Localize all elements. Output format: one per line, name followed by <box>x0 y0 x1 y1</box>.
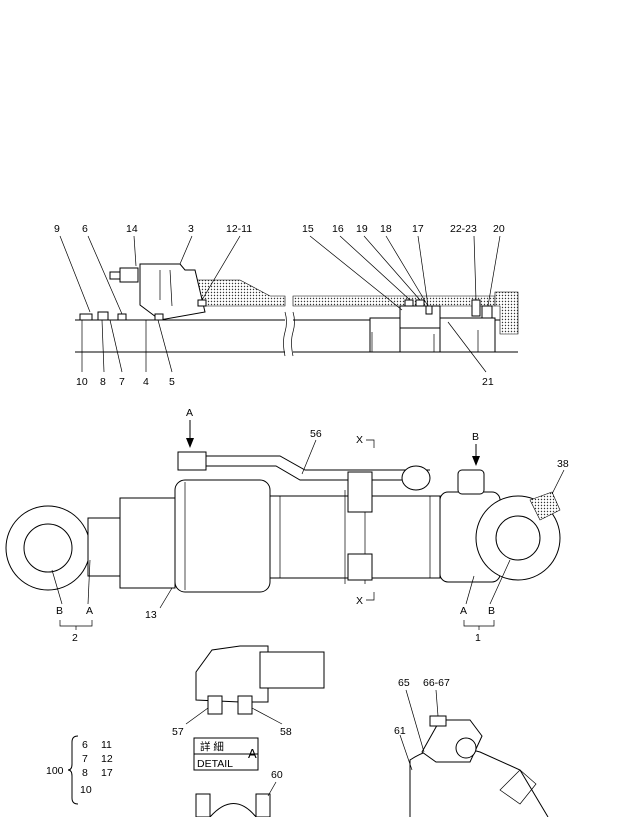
kit-item-10: 10 <box>80 784 92 796</box>
callout-13: 13 <box>145 609 157 621</box>
lower-partial-views: 60 65 66-67 61 <box>195 677 549 817</box>
callout-22-23: 22-23 <box>450 223 477 235</box>
callout-56: 56 <box>310 428 322 440</box>
callout-16: 16 <box>332 223 344 235</box>
rod-end-a: A <box>86 605 93 617</box>
callout-66-67: 66-67 <box>423 677 450 689</box>
callout-4: 4 <box>143 376 149 388</box>
view-mark-b-top: B <box>472 431 479 443</box>
callout-57: 57 <box>172 726 184 738</box>
callout-21: 21 <box>482 376 494 388</box>
kit-item-8: 8 <box>82 767 88 779</box>
bottom-end-a: A <box>460 605 467 617</box>
callout-38: 38 <box>557 458 569 470</box>
section-view: 9 6 14 3 12-11 15 16 19 18 17 22-23 20 1… <box>54 223 519 388</box>
callout-12-11: 12-11 <box>226 223 252 235</box>
callout-5: 5 <box>169 376 175 388</box>
callout-58: 58 <box>280 726 292 738</box>
callout-7: 7 <box>119 376 125 388</box>
detail-a-view: 57 58 詳 細 DETAIL A <box>172 645 325 771</box>
callout-18: 18 <box>380 223 392 235</box>
view-mark-x-top: X <box>356 434 363 446</box>
rod-end-number: 2 <box>72 632 78 644</box>
kit-item-11: 11 <box>101 739 112 751</box>
callout-19: 19 <box>356 223 368 235</box>
callout-20: 20 <box>493 223 505 235</box>
rod-end-b: B <box>56 605 63 617</box>
kit-item-17: 17 <box>101 767 113 779</box>
view-mark-x-bottom: X <box>356 595 363 607</box>
callout-17: 17 <box>412 223 424 235</box>
bottom-end-b: B <box>488 605 495 617</box>
kit-item-6: 6 <box>82 739 88 751</box>
callout-15: 15 <box>302 223 314 235</box>
view-mark-a-top: A <box>186 407 193 419</box>
callout-3: 3 <box>188 223 194 235</box>
bottom-end-number: 1 <box>475 632 481 644</box>
callout-14: 14 <box>126 223 138 235</box>
detail-label-en: DETAIL <box>197 758 233 770</box>
kit-number: 100 <box>46 765 64 777</box>
kit-item-12: 12 <box>101 753 113 765</box>
callout-61: 61 <box>394 725 406 737</box>
callout-60: 60 <box>271 769 283 781</box>
callout-6: 6 <box>82 223 88 235</box>
exterior-view: X X A B 56 13 38 B A 2 A B 1 <box>5 407 569 644</box>
callout-65: 65 <box>398 677 410 689</box>
callout-9: 9 <box>54 223 60 235</box>
callout-8: 8 <box>100 376 106 388</box>
kit-item-7: 7 <box>82 753 88 765</box>
seal-kit-group: 100 6 11 7 12 8 17 10 <box>46 735 113 805</box>
detail-letter: A <box>248 746 257 761</box>
detail-label-jp: 詳 細 <box>200 740 224 753</box>
callout-10: 10 <box>76 376 88 388</box>
